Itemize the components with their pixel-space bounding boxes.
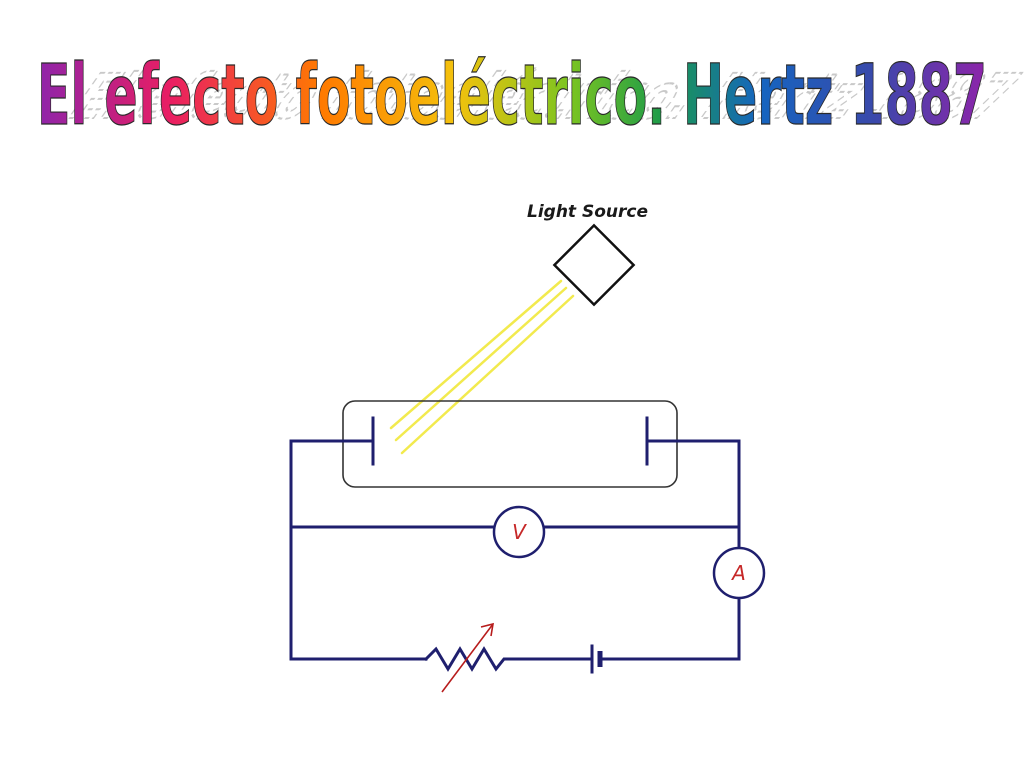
ammeter-lower-wire [600, 596, 741, 661]
light-ray [400, 294, 575, 455]
resistor-arrow [441, 623, 494, 693]
left-wire [289, 439, 428, 661]
light-ray [394, 286, 568, 442]
variable-resistor [423, 646, 514, 672]
page-title: El efecto fotoeléctrico. Hertz 1887 [37, 46, 987, 144]
resistor-arrowhead [480, 622, 494, 637]
voltmeter [492, 505, 546, 559]
light-ray [389, 279, 563, 430]
right-wire [645, 439, 741, 550]
title-shadow: El efecto fotoeléctrico. Hertz 1887 [54, 62, 1024, 134]
light-source-label: Light Source [527, 202, 648, 222]
slide-title: El efecto fotoeléctrico. Hertz 1887 El e… [36, 45, 1024, 144]
light-rays [389, 279, 575, 455]
vacuum-tube [342, 400, 678, 488]
light-source [552, 223, 636, 307]
voltmeter-label: V [512, 520, 527, 544]
ammeter-label: A [730, 561, 746, 585]
ammeter [712, 546, 766, 600]
